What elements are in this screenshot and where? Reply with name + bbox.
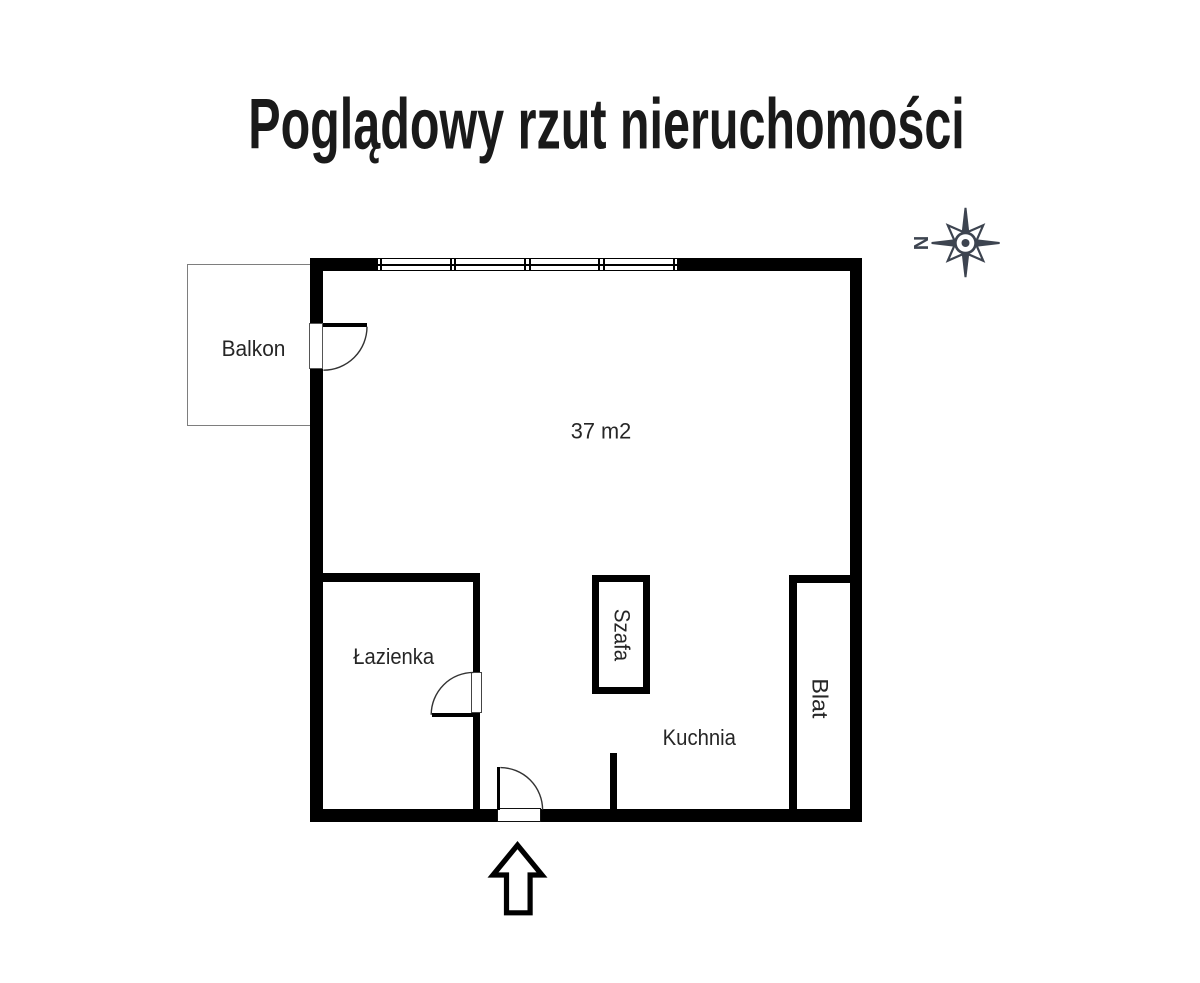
svg-text:Łazienka: Łazienka bbox=[353, 645, 434, 669]
svg-text:37 m2: 37 m2 bbox=[571, 418, 632, 443]
svg-text:Blat: Blat bbox=[808, 678, 833, 719]
svg-text:Szafa: Szafa bbox=[609, 609, 634, 661]
svg-text:Kuchnia: Kuchnia bbox=[663, 726, 737, 750]
svg-text:Poglądowy rzut nieruchomości: Poglądowy rzut nieruchomości bbox=[248, 84, 965, 163]
svg-text:N: N bbox=[909, 236, 931, 250]
svg-text:Balkon: Balkon bbox=[222, 336, 286, 361]
